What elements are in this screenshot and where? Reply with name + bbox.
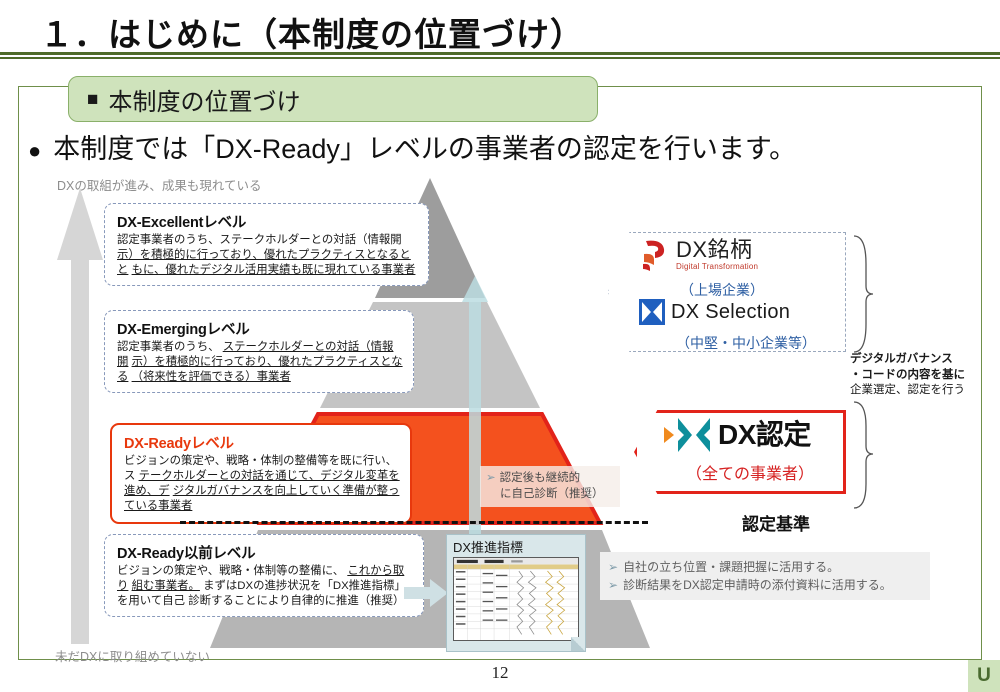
level-body-line: 示）を積極的に行っており、優れたプラクティスとなる bbox=[117, 356, 403, 384]
section-marker-icon: ■ bbox=[87, 88, 99, 110]
brand-dx-meigara: DX銘柄 Digital Transformation bbox=[640, 238, 758, 272]
progress-arrow-up-icon bbox=[57, 188, 103, 644]
level-body-emerging: 認定事業者のうち、 ステークホルダーとの対話（情報開 示）を積極的に行っており、… bbox=[117, 340, 403, 385]
level-body-line: ステークホルダーとの対話（情報開 bbox=[117, 341, 394, 369]
page-number: 12 bbox=[491, 663, 509, 682]
level-title-excellent: DX-Excellentレベル bbox=[117, 215, 247, 231]
usage-note-item1-text: 自社の立ち位置・課題把握に活用する。 bbox=[623, 560, 840, 574]
usage-note-item2-text: 診断結果をDX認定申請時の添付資料に活用する。 bbox=[623, 578, 892, 592]
arrow-bullet-icon: ➢ bbox=[608, 560, 619, 574]
level-title-emerging: DX-Emergingレベル bbox=[117, 322, 250, 338]
self-diagnosis-arrow-icon bbox=[404, 579, 448, 607]
thumbnail-fold-corner-icon bbox=[571, 637, 585, 651]
level-box-excellent: DX-Excellentレベル 認定事業者のうち、ステークホルダーとの対話（情報… bbox=[104, 203, 429, 287]
brand-dx-selection: DX Selection bbox=[638, 298, 790, 326]
brace-lower-icon bbox=[853, 401, 874, 509]
level-box-pre-ready: DX-Ready以前レベル ビジョンの策定や、戦略・体制等の整備に、 これから取… bbox=[104, 534, 424, 618]
brace-upper-icon bbox=[853, 235, 874, 353]
level-title-ready: DX-Readyレベル bbox=[124, 436, 234, 452]
level-body-ready: ビジョンの策定や、戦略・体制の整備等を既に行い、ス テークホルダーとの対話を通じ… bbox=[124, 454, 400, 515]
main-statement-text: 本制度では「DX-Ready」レベルの事業者の認定を行います。 bbox=[53, 134, 797, 164]
level-body-line: 認定事業者のうち、ステークホルダーとの対話（情報開 bbox=[117, 234, 402, 246]
dx-certification-label: DX認定 bbox=[718, 419, 811, 450]
self-check-note: ➢認定後も継続的 に自己診断（推奨） bbox=[480, 466, 620, 508]
title-divider-upper bbox=[0, 52, 1000, 55]
bullet-dot-icon: ● bbox=[28, 138, 42, 163]
corner-logo: U bbox=[968, 660, 1000, 692]
dx-selection-label: DX Selection bbox=[671, 300, 791, 323]
dx-meigara-label: DX銘柄 bbox=[676, 237, 753, 262]
section-header: ■ 本制度の位置づけ bbox=[68, 76, 598, 122]
dx-indicator-thumbnail[interactable]: DX推進指標 bbox=[446, 534, 586, 652]
usage-notes: ➢ 自社の立ち位置・課題把握に活用する。 ➢ 診断結果をDX認定申請時の添付資料に活… bbox=[600, 552, 930, 600]
callout-brands-shape bbox=[608, 232, 846, 352]
level-body-line: 診断することにより自律的に推進（推奨） bbox=[188, 595, 405, 608]
title-divider-lower bbox=[0, 57, 1000, 59]
criteria-label: 認定基準 bbox=[742, 515, 810, 534]
axis-top-caption: DXの取組が進み、成果も現れている bbox=[57, 179, 262, 193]
level-body-line: 示）を積極的に行っており、優れたプラクティスとなるとと bbox=[117, 249, 411, 277]
arrow-bullet-icon: ➢ bbox=[486, 472, 496, 484]
dx-selection-scope: （中堅・中小企業等） bbox=[676, 335, 816, 351]
level-body-pre-ready: ビジョンの策定や、戦略・体制等の整備に、 これから取り 組む事業者。 まずはDX… bbox=[117, 564, 413, 609]
page-title: １．はじめに（本制度の位置づけ） bbox=[40, 16, 584, 53]
level-body-line: テークホルダーとの対話を通じて、デジタル変革を進め、デ bbox=[124, 470, 400, 498]
callout-dx-certification-shape bbox=[634, 410, 846, 494]
callout-dx-certification: DX認定 （全ての事業者） bbox=[634, 410, 846, 494]
dx-certification-brand: DX認定 bbox=[662, 416, 811, 454]
level-body-line: 組む事業者。 bbox=[131, 580, 200, 593]
main-statement: ● 本制度では「DX-Ready」レベルの事業者の認定を行います。 bbox=[28, 127, 796, 166]
level-body-line: ビジョンの策定や、戦略・体制の整備等を既に行い、ス bbox=[124, 455, 398, 483]
dx-indicator-thumbnail-title: DX推進指標 bbox=[453, 540, 524, 555]
governance-note-line3: 企業選定、認定を行う bbox=[850, 384, 965, 397]
governance-note-line1: デジタルガバナンス bbox=[850, 353, 953, 365]
dx-certification-scope: （全ての事業者） bbox=[686, 466, 815, 483]
dx-certification-logo-icon bbox=[664, 418, 710, 452]
level-body-line: 認定事業者のうち、 bbox=[117, 341, 220, 353]
level-body-line: ビジョンの策定や、戦略・体制等の整備に、 bbox=[117, 565, 345, 577]
axis-bottom-caption: 未だDXに取り組めていない bbox=[55, 650, 210, 664]
usage-note-item: ➢ 自社の立ち位置・課題把握に活用する。 bbox=[608, 558, 922, 576]
level-title-pre-ready: DX-Ready以前レベル bbox=[117, 546, 256, 562]
dx-meigara-scope: （上場企業） bbox=[680, 282, 764, 298]
governance-note-line2: ・コードの内容を基に bbox=[850, 368, 965, 381]
level-body-line: ジタルガバナンスを向上していく準備が整っている事業者 bbox=[124, 485, 400, 513]
section-header-label: 本制度の位置づけ bbox=[108, 88, 301, 116]
dx-selection-logo-icon bbox=[639, 299, 665, 325]
criteria-divider bbox=[180, 521, 648, 524]
level-body-line: （将来性を評価できる）事業者 bbox=[131, 371, 291, 384]
level-body-excellent: 認定事業者のうち、ステークホルダーとの対話（情報開 示）を積極的に行っており、優… bbox=[117, 233, 418, 278]
self-check-note-line2: に自己診断（推奨） bbox=[500, 487, 604, 500]
usage-note-item: ➢ 診断結果をDX認定申請時の添付資料に活用する。 bbox=[608, 576, 922, 594]
level-body-line: もに、優れたデジタル活用実績も既に現れている事業者 bbox=[131, 264, 416, 277]
dx-indicator-thumbnail-preview bbox=[453, 557, 579, 641]
level-body-line: これから取り bbox=[117, 565, 405, 593]
governance-note: デジタルガバナンス ・コードの内容を基に 企業選定、認定を行う bbox=[850, 352, 965, 399]
level-box-ready: DX-Readyレベル ビジョンの策定や、戦略・体制の整備等を既に行い、ス テー… bbox=[110, 423, 412, 524]
dx-meigara-logo-icon bbox=[643, 240, 665, 271]
continuous-improvement-arrow-icon bbox=[462, 276, 488, 534]
arrow-bullet-icon: ➢ bbox=[608, 578, 619, 592]
level-body-line: まずはDXの進捗状況を「DX推進指標」を用いて自己 bbox=[117, 580, 406, 608]
dx-meigara-sublabel: Digital Transformation bbox=[676, 262, 759, 271]
callout-brands: DX銘柄 Digital Transformation （上場企業） DX Se… bbox=[608, 232, 846, 352]
level-box-emerging: DX-Emergingレベル 認定事業者のうち、 ステークホルダーとの対話（情報… bbox=[104, 310, 414, 394]
self-check-note-line1: 認定後も継続的 bbox=[499, 472, 581, 484]
